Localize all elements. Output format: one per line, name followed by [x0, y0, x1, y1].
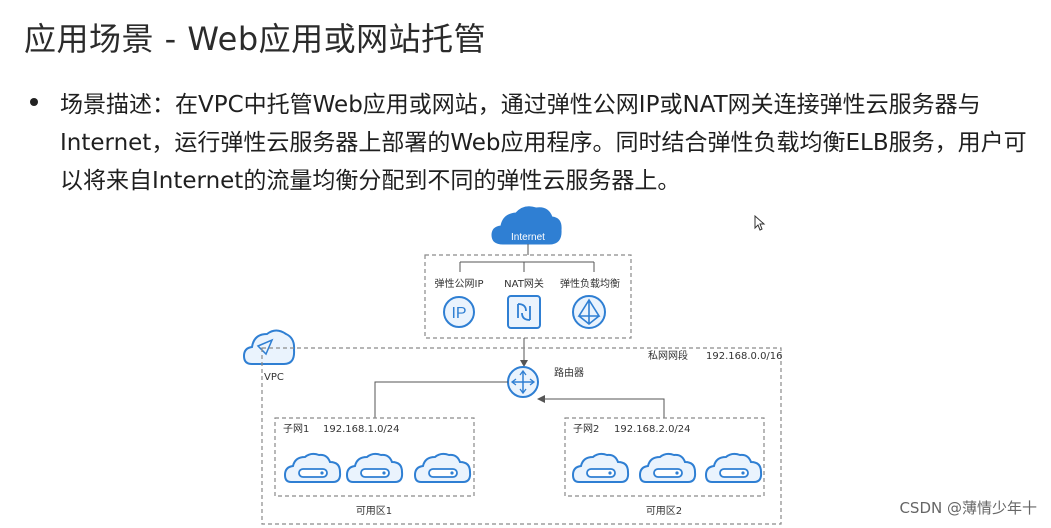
server-icon [705, 452, 763, 483]
server-icon [284, 452, 342, 483]
server-icon [414, 452, 472, 483]
server-icon [572, 452, 630, 483]
server-icon [346, 452, 404, 483]
router-label: 路由器 [554, 366, 584, 379]
elb-label: 弹性负载均衡 [560, 277, 620, 290]
elb-icon [572, 295, 606, 329]
page-title: 应用场景 - Web应用或网站托管 [24, 20, 487, 58]
vpc-label: VPC [264, 372, 284, 383]
az2-label: 可用区2 [646, 505, 682, 517]
vpc-box [261, 347, 782, 525]
gateway-box [424, 254, 632, 339]
private-cidr-label: 192.168.0.0/16 [706, 351, 783, 362]
eip-label: 弹性公网IP [435, 277, 484, 290]
subnet2-cidr: 192.168.2.0/24 [614, 424, 691, 435]
private-segment-label: 私网网段 [648, 349, 688, 362]
subnet2-name: 子网2 [573, 423, 599, 435]
subnet2-box [564, 417, 765, 497]
watermark: CSDN @薄情少年十 [899, 499, 1037, 517]
internet-cloud-icon [491, 206, 562, 245]
nat-label: NAT网关 [504, 277, 544, 290]
nat-icon [507, 295, 541, 329]
az1-label: 可用区1 [356, 505, 392, 517]
subnet1-box [274, 417, 475, 497]
internet-label: Internet [511, 232, 545, 243]
subnet1-cidr: 192.168.1.0/24 [323, 424, 400, 435]
ip-icon [443, 296, 475, 328]
ip-icon-text: IP [451, 305, 466, 322]
cursor-icon [754, 215, 766, 231]
router-icon [507, 366, 539, 398]
subnet1-name: 子网1 [283, 423, 309, 435]
bullet-dot [30, 98, 38, 106]
server-icon [639, 452, 697, 483]
vpc-cloud-icon [242, 329, 296, 365]
scenario-description: 场景描述：在VPC中托管Web应用或网站，通过弹性公网IP或NAT网关连接弹性云… [60, 92, 1027, 194]
